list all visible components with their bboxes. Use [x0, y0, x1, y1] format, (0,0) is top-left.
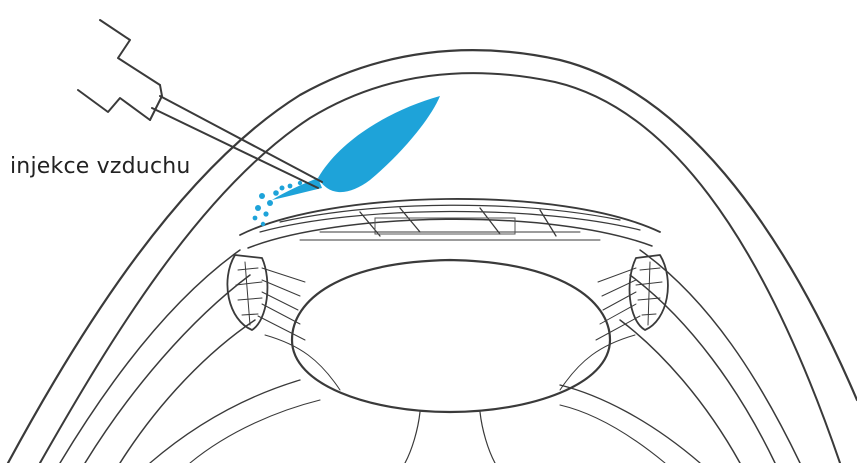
iris [240, 199, 660, 248]
ciliary-body-left [227, 255, 267, 330]
vitreous-lines [150, 380, 700, 463]
cornea [8, 50, 857, 463]
zonules [258, 268, 640, 390]
sclera [60, 250, 800, 463]
lens [292, 260, 610, 463]
air-injection-label: injekce vzduchu [10, 154, 191, 179]
